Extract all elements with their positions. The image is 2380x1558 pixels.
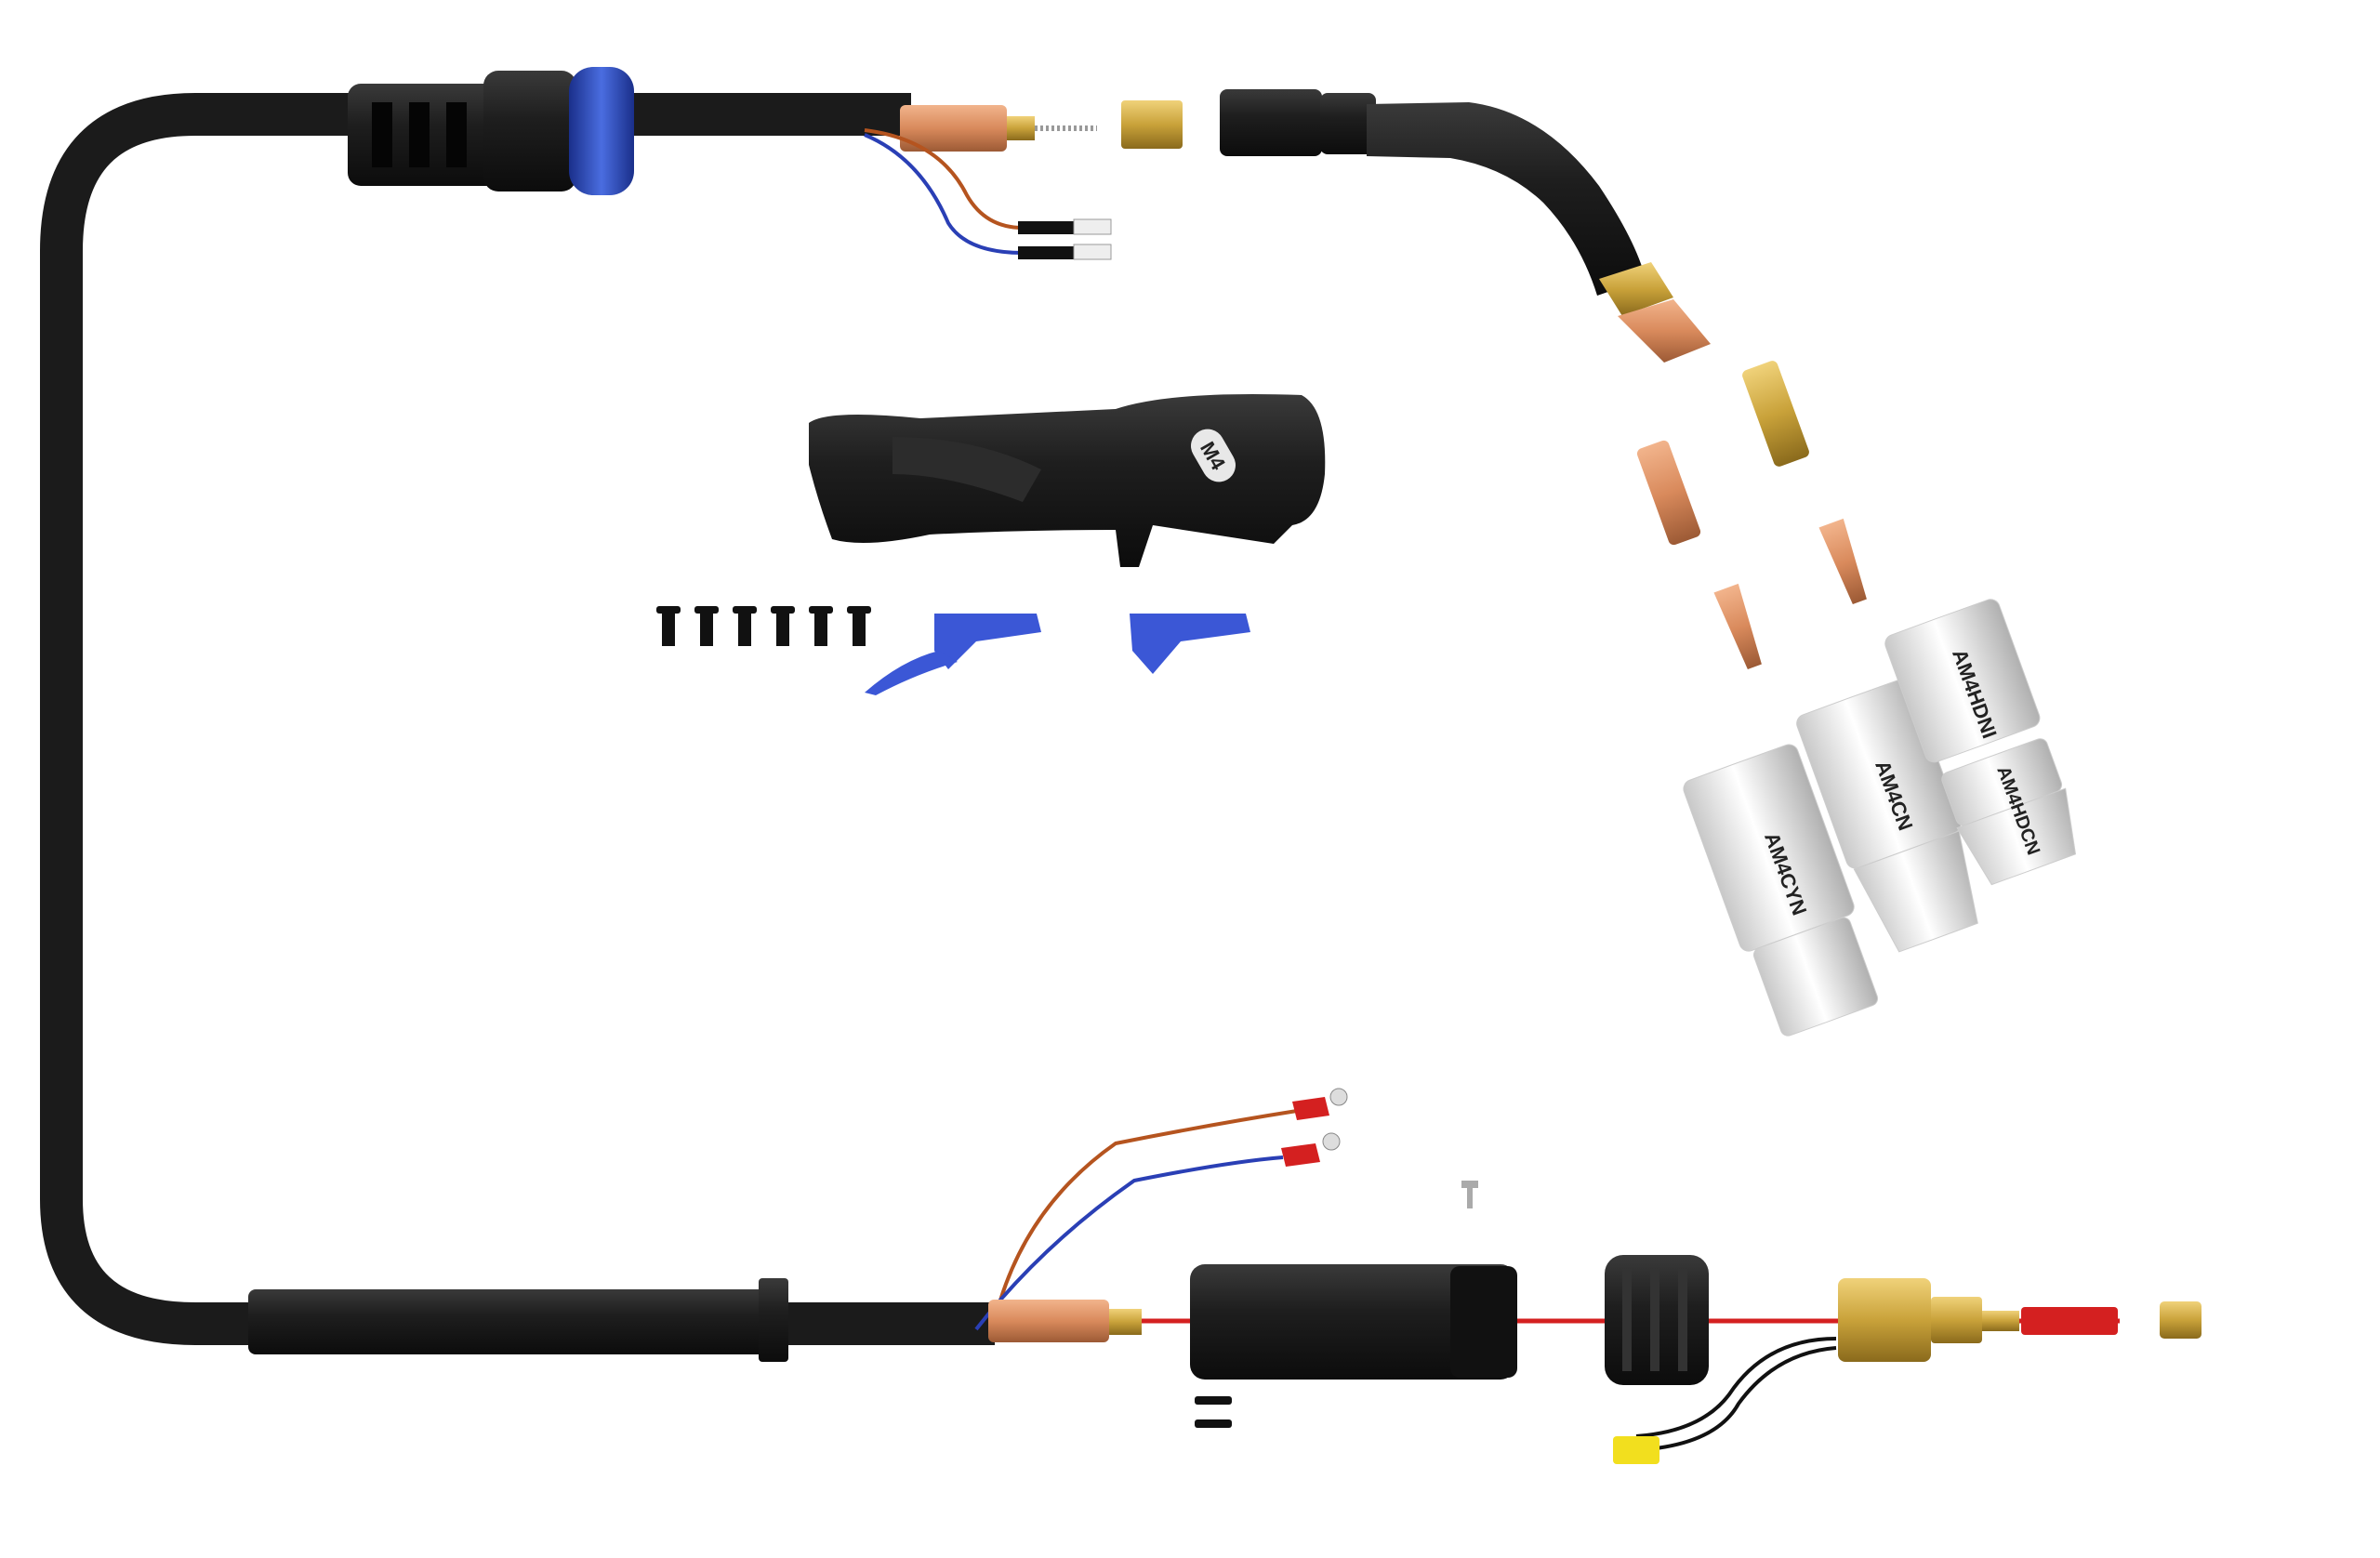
trigger [1130,614,1250,674]
housing-screw-small [1461,1181,1478,1208]
handle-badge: M4 [1191,429,1236,482]
trigger-with-lever [865,614,1041,695]
blue-ring [569,67,634,195]
liner-tip-red [2021,1307,2118,1335]
yellow-terminal [1613,1436,1659,1464]
torch-handle: M4 [809,394,1326,567]
central-connector [1613,1278,2019,1464]
strain-relief-handle-end [348,67,634,195]
handle-screws [656,606,871,646]
tip-adapter-copper [1636,440,1701,546]
nozzle-am4cyn: AM4CYN [1683,744,1879,1036]
nozzle-am4hdcn: AM4HDCN [1941,738,2077,886]
cable-sleeve-machine-end [248,1278,788,1362]
brass-nut-small [2160,1301,2202,1339]
tip-adapter-brass [1742,361,1809,467]
connector-housing [1190,1264,1517,1380]
contact-tip [1713,583,1762,670]
cable-connector-top [864,105,1112,260]
housing-screws [1195,1396,1232,1428]
gooseneck [1121,89,1711,363]
knurled-nut [1605,1255,1709,1385]
nozzle-am4hdni: AM4HDNI [1884,599,2041,763]
cable-connector-bottom [974,1088,1348,1342]
power-cable [40,93,353,1345]
contact-tip [1818,518,1867,605]
